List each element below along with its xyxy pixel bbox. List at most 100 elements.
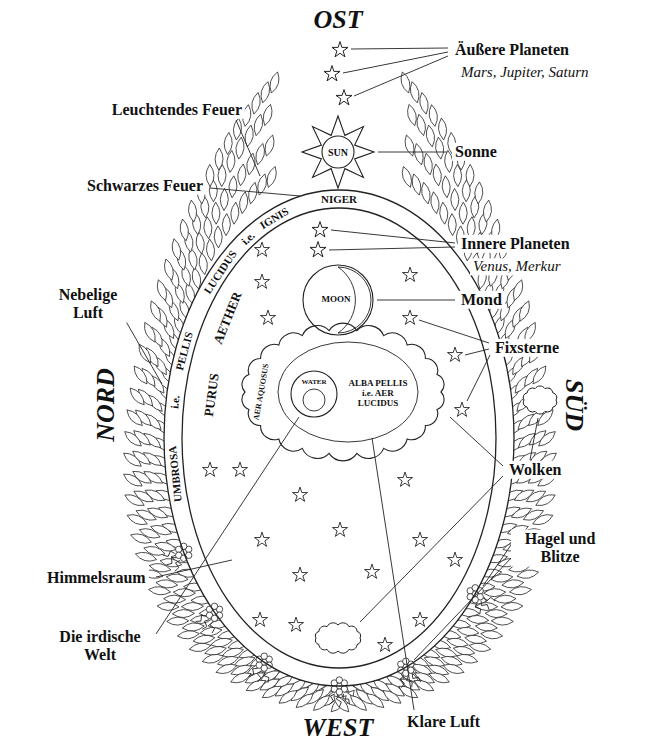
flame-leaf <box>222 214 230 236</box>
callout-label: Nebelige Luft <box>40 286 136 323</box>
flame-leaf <box>131 534 152 543</box>
region-inscription: PURUS <box>202 373 222 418</box>
lightning-stroke <box>175 560 180 571</box>
planet-star <box>336 90 352 105</box>
fixed-star <box>412 532 427 546</box>
flame-leaf <box>263 104 272 125</box>
flame-leaf <box>519 301 529 321</box>
leader-line <box>236 120 260 176</box>
leader-line <box>530 418 538 460</box>
flame-leaf <box>334 696 349 712</box>
lightning-stroke <box>257 671 261 682</box>
lightning-stroke <box>249 668 258 676</box>
flame-leaf <box>414 680 434 691</box>
flame-leaf <box>189 643 211 651</box>
hail-grain <box>261 665 267 671</box>
flame-leaf <box>296 694 313 708</box>
leader-line <box>124 318 162 384</box>
callout-label: Himmelsraum <box>44 569 149 587</box>
fixed-star <box>447 552 462 566</box>
flame-leaf <box>408 104 417 125</box>
flame-leaf <box>231 673 251 683</box>
region-inscription: IGNIS <box>258 205 291 232</box>
wind-cloud <box>523 386 557 414</box>
flame-leaf <box>501 602 523 610</box>
flame-leaf <box>149 587 171 595</box>
planet-star <box>332 42 348 57</box>
fixed-star <box>377 637 392 651</box>
flame-leaf <box>127 410 142 426</box>
flame-leaf <box>494 595 516 603</box>
flame-leaf <box>443 664 464 673</box>
callout-label: Wolken <box>506 461 564 479</box>
callout-note: Venus, Merkur <box>470 258 563 275</box>
flame-leaf <box>513 280 522 301</box>
flame-leaf <box>265 135 274 156</box>
region-inscription: SUN <box>328 147 348 158</box>
lightning-stroke <box>202 620 209 630</box>
flame-leaf <box>433 164 441 186</box>
lightning-stroke <box>264 671 269 683</box>
callout-label: Innere Planeten <box>458 235 573 253</box>
callout-note: Mars, Jupiter, Saturn <box>458 64 592 81</box>
leader-line <box>414 556 513 660</box>
flame-leaf <box>202 654 223 663</box>
flame-leaf <box>491 617 513 625</box>
flame-leaf <box>267 167 276 188</box>
flame-leaf <box>279 691 297 704</box>
flame-leaf <box>539 432 556 446</box>
flame-leaf <box>206 239 214 261</box>
flame-leaf <box>469 643 491 651</box>
flame-leaf <box>448 214 456 236</box>
fixed-star <box>397 472 412 486</box>
direction-label: WEST <box>300 713 377 743</box>
flame-leaf <box>124 474 143 486</box>
flame-leaf <box>412 174 421 195</box>
flame-leaf <box>533 366 546 384</box>
flame-leaf <box>192 267 200 289</box>
flame-leaf <box>240 192 248 214</box>
region-inscription: i.e. <box>168 395 181 410</box>
lightning-stroke <box>167 558 177 565</box>
flame-leaf <box>196 232 204 254</box>
flame-leaf <box>261 82 270 103</box>
flame-leaf <box>214 226 222 248</box>
lightning-stroke <box>210 621 215 633</box>
fixed-star <box>202 462 217 476</box>
flame-leaf <box>483 200 491 222</box>
flame-leaf <box>236 137 244 159</box>
callout-label: Fixsterne <box>492 339 562 357</box>
flame-leaf <box>229 176 237 198</box>
lightning-stroke <box>343 694 349 705</box>
aether-ellipse: MOONWATERALBA PELLIS i.e. AER LUCIDUSAER… <box>182 208 496 668</box>
leader-line <box>156 560 232 577</box>
flame-leaf <box>167 617 189 625</box>
flame-leaf <box>246 680 266 691</box>
flame-leaf <box>314 695 330 710</box>
leader-line <box>377 300 455 301</box>
callout-label: Mond <box>458 291 505 309</box>
flame-leaves <box>124 72 557 712</box>
earth-globe: WATER <box>290 370 338 418</box>
planet-star <box>324 66 340 81</box>
flame-leaf <box>442 176 450 198</box>
flame-leaf <box>164 259 173 280</box>
flame-leaf <box>424 153 432 175</box>
flame-leaf <box>127 515 147 525</box>
flame-leaf <box>457 627 479 635</box>
flame-leaf <box>350 695 366 710</box>
flame-leaf <box>420 93 428 115</box>
flame-leaf <box>125 495 144 506</box>
hail-grain <box>336 677 342 683</box>
region-inscription: AER AQUOSUS <box>253 363 272 421</box>
flame-leaf <box>475 182 483 204</box>
fire-ring: MOONWATERALBA PELLIS i.e. AER LUCIDUSAER… <box>164 190 514 686</box>
callout-label: Hagel und Blitze <box>511 530 609 567</box>
flame-leaf <box>457 654 478 663</box>
fixed-star <box>254 242 269 256</box>
fixed-star <box>402 267 417 281</box>
region-inscription: NIGER <box>321 193 357 205</box>
flame-leaf <box>447 638 469 647</box>
fixed-star <box>332 522 347 536</box>
